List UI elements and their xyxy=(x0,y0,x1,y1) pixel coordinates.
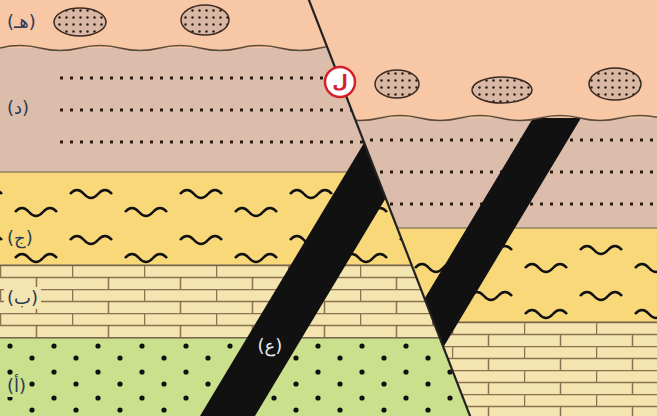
dike-label: (ع) xyxy=(255,335,286,357)
fault-line xyxy=(307,0,472,416)
circle-letter: ل xyxy=(332,73,348,91)
circle-outline xyxy=(325,67,355,97)
layer-label: (هـ) xyxy=(4,11,39,33)
layer-label: (ب) xyxy=(4,287,41,309)
layer-label: (ج) xyxy=(4,227,36,249)
circled-label: ل xyxy=(323,65,357,99)
right-block xyxy=(300,0,657,416)
layer-label: (أ) xyxy=(4,375,29,397)
layer-label: (د) xyxy=(4,97,32,119)
